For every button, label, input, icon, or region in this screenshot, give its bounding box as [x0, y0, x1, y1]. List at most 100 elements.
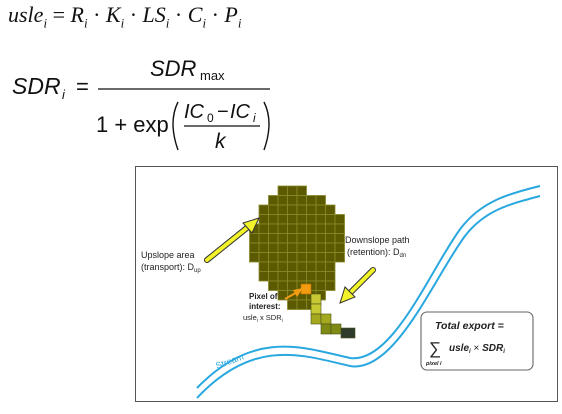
upslope-pixel [306, 204, 317, 215]
downslope-pixel [310, 303, 322, 315]
sdr-inner-minus: − [217, 101, 229, 123]
stream-line-inner [196, 185, 541, 389]
upslope-pixel [296, 252, 307, 263]
usle-term-p: P [224, 2, 238, 27]
upslope-pixel [334, 214, 345, 225]
upslope-pixel [334, 242, 345, 253]
downslope-pixel [320, 323, 332, 335]
upslope-area [249, 185, 345, 310]
upslope-pixel [287, 271, 298, 282]
pixel-label-line3: uslei x SDRi [243, 313, 283, 324]
upslope-pixel [325, 271, 336, 282]
downslope-pixel [310, 293, 322, 305]
total-formula: uslei × SDRi [449, 343, 505, 355]
sdr-inner-ici: IC [230, 101, 251, 123]
upslope-pixel [287, 242, 298, 253]
upslope-pixel [334, 223, 345, 234]
upslope-pixel [268, 195, 279, 206]
upslope-pixel [277, 233, 288, 244]
usle-term-k-sub: i [120, 15, 125, 31]
upslope-pixel [325, 223, 336, 234]
usle-dot: · [93, 2, 101, 27]
upslope-pixel [287, 280, 298, 291]
upslope-pixel [268, 280, 279, 291]
upslope-pixel [325, 204, 336, 215]
usle-dot: · [211, 2, 219, 27]
upslope-pixel [325, 233, 336, 244]
sdr-inner-ic0-sub: 0 [207, 111, 214, 125]
upslope-pixel [296, 195, 307, 206]
upslope-pixel [315, 252, 326, 263]
usle-term-ls: LS [142, 2, 166, 27]
usle-term-k: K [105, 2, 121, 27]
usle-term-c-sub: i [202, 15, 207, 31]
upslope-pixel [249, 242, 260, 253]
upslope-pixel [258, 261, 269, 272]
upslope-pixel [277, 252, 288, 263]
usle-term-ls-sub: i [165, 15, 170, 31]
upslope-pixel [306, 261, 317, 272]
sdr-denominator-prefix: 1 + exp [96, 112, 169, 137]
sdr-inner-k: k [215, 130, 227, 153]
upslope-pixel [287, 233, 298, 244]
pixel-of-interest [300, 283, 312, 295]
upslope-pixel [306, 242, 317, 253]
usle-equation: uslei = Ri · Ki · LSi · Ci · Pi [8, 2, 242, 31]
usle-dot: · [129, 2, 138, 27]
sediment-diagram: Stream Upslope area (transport): Dup Dow… [135, 166, 558, 402]
upslope-pixel [296, 185, 307, 196]
upslope-pixel [249, 252, 260, 263]
usle-lhs: usle [8, 2, 44, 27]
upslope-pixel [287, 299, 298, 310]
upslope-pixel [268, 271, 279, 282]
upslope-pixel [325, 252, 336, 263]
usle-term-c: C [187, 2, 203, 27]
downslope-pixel [310, 313, 322, 325]
sdr-lhs-sub: i [62, 87, 66, 102]
pixel-label-line2: interest: [249, 302, 281, 311]
upslope-pixel [325, 280, 336, 291]
total-export-box: Total export = ∑ pixel i uslei × SDRi [420, 311, 534, 371]
upslope-pixel [296, 223, 307, 234]
upslope-pixel [334, 252, 345, 263]
upslope-pixel [306, 223, 317, 234]
downslope-label-line2: (retention): Ddn [347, 247, 406, 259]
upslope-pixel [325, 214, 336, 225]
usle-dot: · [174, 2, 183, 27]
upslope-pixel [315, 261, 326, 272]
upslope-pixel [315, 195, 326, 206]
upslope-pixel [287, 185, 298, 196]
svg-text:=: = [76, 74, 89, 99]
upslope-pixel [306, 252, 317, 263]
total-sum-symbol: ∑ [429, 339, 441, 358]
upslope-pixel [296, 271, 307, 282]
downslope-pixel [330, 323, 342, 335]
pixel-label-line1: Pixel of [249, 292, 278, 301]
upslope-pixel [268, 223, 279, 234]
upslope-pixel [296, 261, 307, 272]
sdr-equation: SDR i = SDR max 1 + exp IC 0 − IC i k [12, 60, 270, 153]
upslope-pixel [277, 185, 288, 196]
upslope-pixel [258, 214, 269, 225]
upslope-pixel [277, 242, 288, 253]
upslope-pixel [287, 204, 298, 215]
downslope-pixel [320, 313, 332, 325]
upslope-pixel [287, 223, 298, 234]
upslope-pixel [249, 233, 260, 244]
upslope-pixel [268, 252, 279, 263]
upslope-arrow [204, 217, 260, 263]
upslope-label-line1: Upslope area [141, 250, 195, 260]
upslope-pixel [315, 233, 326, 244]
upslope-pixel [334, 233, 345, 244]
sdr-inner-ici-sub: i [253, 111, 256, 125]
sdr-numerator-sub: max [200, 68, 225, 83]
total-sum-index: pixel i [425, 361, 442, 367]
upslope-pixel [258, 271, 269, 282]
upslope-pixel [315, 271, 326, 282]
upslope-pixel [306, 195, 317, 206]
upslope-pixel [306, 233, 317, 244]
upslope-pixel [277, 214, 288, 225]
downslope-pixel [340, 327, 356, 339]
upslope-pixel [277, 195, 288, 206]
upslope-pixel [287, 195, 298, 206]
